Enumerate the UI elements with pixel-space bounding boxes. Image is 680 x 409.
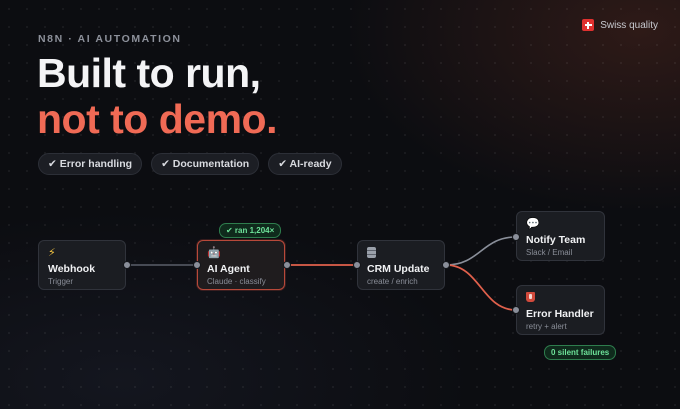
chat-bubble-icon: 💬 [526, 218, 540, 230]
node-title: AI Agent [207, 263, 250, 275]
run-count-tag: ✔ ran 1,204× [219, 223, 282, 238]
input-port[interactable] [193, 261, 201, 269]
shield-icon [526, 292, 595, 305]
badge-documentation: ✔ Documentation [151, 153, 260, 175]
wire-crm-to-error [445, 264, 517, 311]
output-port[interactable] [442, 261, 450, 269]
headline-line-2: not to demo. [37, 96, 277, 142]
output-port[interactable] [123, 261, 131, 269]
node-ai-agent[interactable]: 🤖 AI Agent Claude · classify [197, 240, 285, 290]
swiss-flag-icon [582, 19, 595, 31]
badge-error-handling: ✔ Error handling [38, 153, 143, 175]
node-subtitle: create / enrich [367, 277, 418, 286]
node-title: Error Handler [526, 308, 594, 320]
node-title: Webhook [48, 263, 96, 275]
robot-icon: 🤖 [207, 247, 221, 259]
database-icon [367, 247, 435, 260]
node-subtitle: Slack / Email [526, 248, 573, 257]
feature-badges: ✔ Error handling ✔ Documentation ✔ AI-re… [38, 153, 342, 175]
node-title: Notify Team [526, 234, 586, 246]
node-error-handler[interactable]: Error Handler retry + alert [516, 285, 605, 335]
silent-failures-tag: 0 silent failures [544, 345, 617, 360]
node-subtitle: retry + alert [526, 322, 567, 331]
wire-crm-to-notify [445, 236, 517, 266]
node-subtitle: Claude · classify [207, 277, 266, 286]
node-subtitle: Trigger [48, 277, 74, 286]
input-port[interactable] [353, 261, 361, 269]
output-port[interactable] [283, 261, 291, 269]
node-notify-team[interactable]: 💬 Notify Team Slack / Email [516, 211, 605, 261]
input-port[interactable] [512, 306, 520, 314]
swiss-quality-badge: Swiss quality [582, 19, 658, 31]
swiss-quality-label: Swiss quality [600, 19, 658, 31]
node-crm-update[interactable]: CRM Update create / enrich [357, 240, 445, 290]
eyebrow-label: N8N · AI AUTOMATION [38, 33, 182, 45]
input-port[interactable] [512, 233, 520, 241]
node-title: CRM Update [367, 263, 430, 275]
lightning-icon: ⚡ [48, 247, 56, 259]
headline: Built to run, not to demo. [37, 50, 277, 142]
node-webhook[interactable]: ⚡ Webhook Trigger [38, 240, 126, 290]
badge-ai-ready: ✔ AI-ready [268, 153, 342, 175]
headline-line-1: Built to run, [37, 50, 261, 96]
